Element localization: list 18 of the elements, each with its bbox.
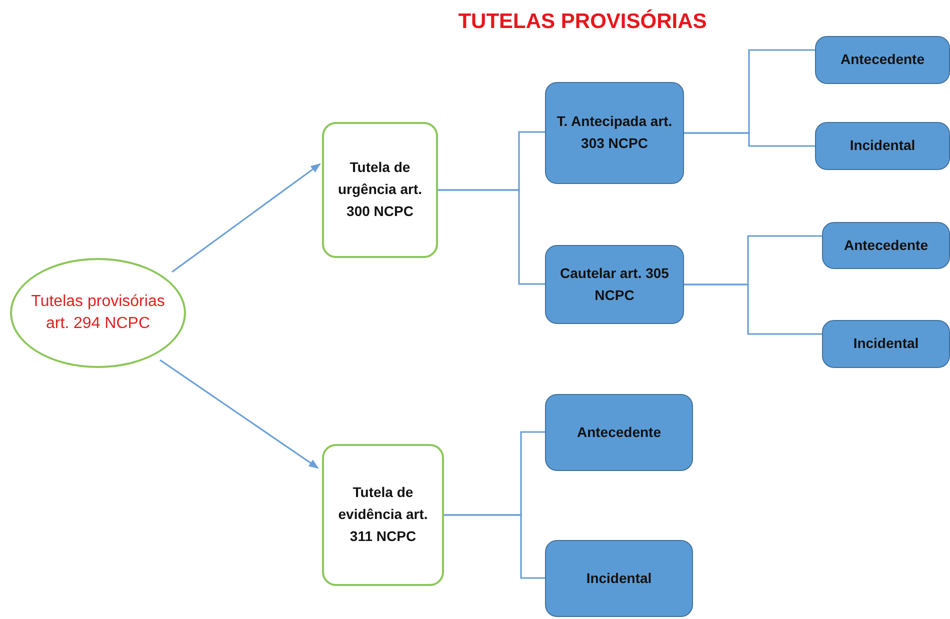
arrow (160, 359, 319, 469)
subcategory-box: Incidental (815, 122, 950, 170)
subcategory-box: Cautelar art. 305 NCPC (545, 245, 684, 324)
subcategory-box: T. Antecipada art. 303 NCPC (545, 82, 684, 184)
subcategory-box: Incidental (822, 320, 950, 368)
subcategory-box: Incidental (545, 540, 693, 617)
bracket-connector (438, 189, 545, 285)
diagram-title: TUTELAS PROVISÓRIAS (457, 10, 708, 34)
start-ellipse: Tutelas provisórias art. 294 NCPC (10, 258, 186, 368)
bracket-connector (684, 132, 815, 147)
category-box: Tutela de evidência art. 311 NCPC (322, 444, 444, 586)
arrow (172, 163, 321, 273)
subcategory-box: Antecedente (822, 222, 950, 269)
subcategory-box: Antecedente (545, 394, 693, 471)
category-box: Tutela de urgência art. 300 NCPC (322, 122, 438, 258)
bracket-connector (444, 514, 545, 579)
bracket-connector (684, 284, 822, 335)
subcategory-box: Antecedente (815, 36, 950, 84)
